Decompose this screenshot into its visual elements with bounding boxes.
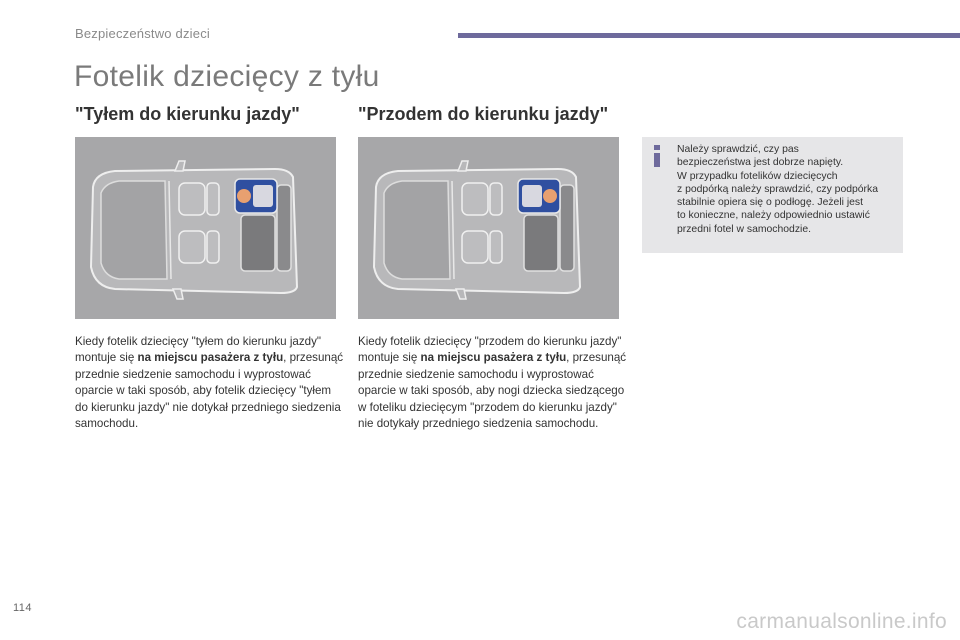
car-illustration-forward-facing: [358, 137, 619, 319]
info-line: to konieczne, należy odpowiednio ustawić: [677, 210, 870, 222]
text-part: , przesunąć przednie siedzenie samochodu…: [75, 351, 344, 431]
section-label: Bezpieczeństwo dzieci: [75, 26, 210, 41]
body-text-forward-facing: Kiedy fotelik dziecięcy "przodem do kier…: [358, 334, 628, 432]
car-top-view-icon: [372, 160, 582, 300]
heading-rear-facing: "Tyłem do kierunku jazdy": [75, 104, 300, 124]
info-line: Należy sprawdzić, czy pas: [677, 144, 799, 155]
text-bold-part: na miejscu pasażera z tyłu: [137, 351, 284, 365]
info-text: Należy sprawdzić, czy pas bezpieczeństwa…: [677, 143, 901, 236]
page-title: Fotelik dziecięcy z tyłu: [74, 60, 380, 93]
body-text-rear-facing: Kiedy fotelik dziecięcy "tyłem do kierun…: [75, 334, 345, 432]
info-line: przedni fotel w samochodzie.: [677, 223, 811, 235]
car-top-view-icon: [89, 160, 299, 300]
info-line: stabilnie opiera się o podłogę. Jeżeli j…: [677, 197, 863, 209]
info-icon: [654, 145, 660, 167]
heading-forward-facing: "Przodem do kierunku jazdy": [358, 104, 609, 124]
info-line: bezpieczeństwa jest dobrze napięty.: [677, 157, 844, 169]
text-part: Kiedy fotelik dziecięcy "tyłem do kierun…: [75, 335, 322, 365]
info-box: Należy sprawdzić, czy pas bezpieczeństwa…: [642, 137, 903, 253]
page-number: 114: [13, 602, 33, 614]
info-line: z podpórką należy sprawdzić, czy podpórk…: [677, 183, 878, 195]
car-illustration-rear-facing: [75, 137, 336, 319]
text-bold-part: na miejscu pasażera z tyłu: [420, 351, 567, 365]
text-part: , przesunąć przednie siedzenie samochodu…: [358, 351, 627, 431]
section-bar: [458, 33, 960, 38]
watermark: carmanualsonline.info: [736, 610, 947, 633]
info-line: W przypadku fotelików dziecięcych: [677, 170, 838, 182]
text-part: Kiedy fotelik dziecięcy "przodem do kier…: [358, 335, 622, 365]
